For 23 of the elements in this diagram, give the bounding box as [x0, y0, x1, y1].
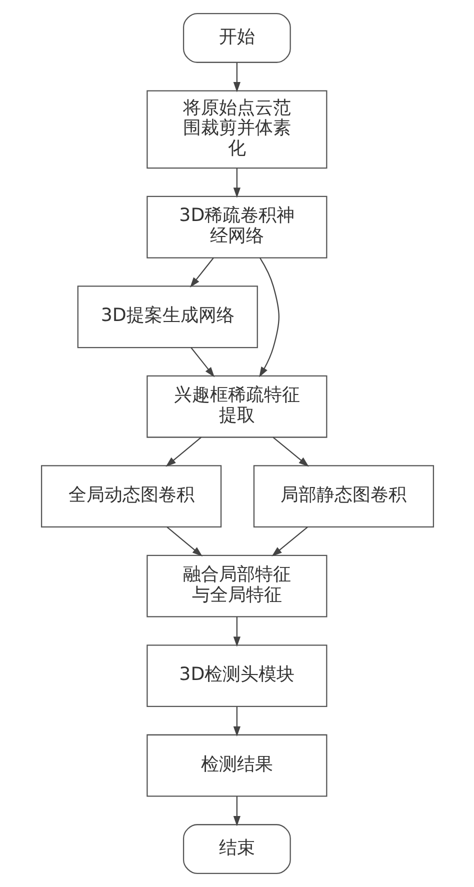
- node-box: 检测结果: [146, 734, 327, 797]
- node-box: 兴趣框稀疏特征提取: [146, 375, 327, 438]
- arrow: [232, 616, 240, 647]
- arrow: [166, 526, 202, 556]
- node-box: 将原始点云范围裁剪并体素化: [146, 90, 327, 169]
- node-box: 结束: [182, 824, 290, 874]
- node-box: 3D提案生成网络: [76, 286, 258, 348]
- arrow: [258, 258, 279, 378]
- arrow: [232, 62, 240, 92]
- node-box: 局部静态图卷积: [252, 465, 434, 528]
- node-box: 全局动态图卷积: [40, 465, 222, 528]
- arrow: [232, 706, 240, 737]
- node-box: 3D稀疏卷积神经网络: [146, 196, 327, 258]
- node-box: 融合局部特征与全局特征: [146, 554, 327, 618]
- node-box: 开始: [182, 12, 290, 63]
- arrow: [165, 436, 202, 467]
- node-box: 3D检测头模块: [146, 644, 327, 708]
- arrow: [272, 436, 308, 467]
- arrow: [232, 168, 240, 198]
- arrow: [232, 796, 240, 826]
- arrow: [271, 526, 308, 556]
- arrow: [190, 347, 214, 378]
- arrow: [190, 258, 214, 288]
